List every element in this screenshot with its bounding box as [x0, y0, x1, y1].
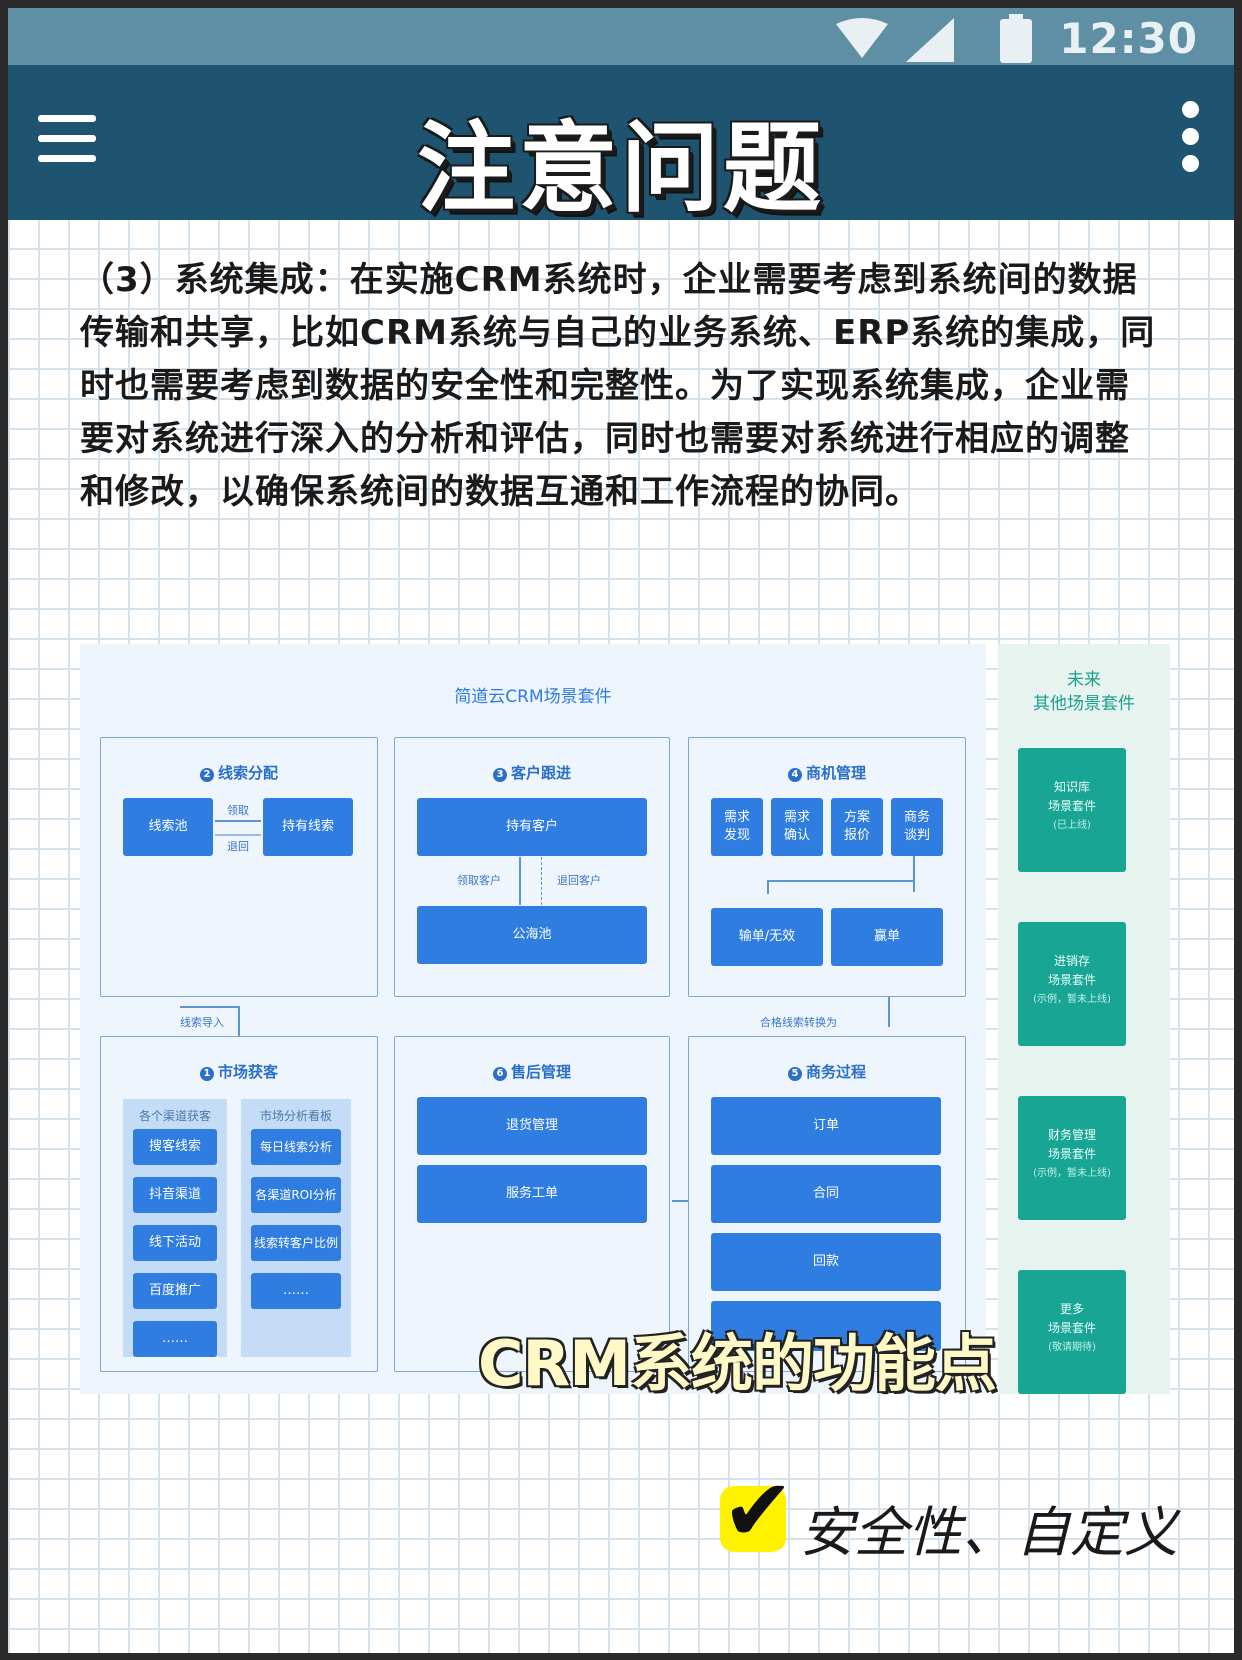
business-item: 订单 [711, 1097, 941, 1155]
channel-item: 搜客线索 [133, 1129, 217, 1165]
analysis-item: …… [251, 1273, 341, 1309]
lead-import-label: 线索导入 [180, 1016, 224, 1029]
opp-step: 商务 谈判 [891, 798, 943, 856]
business-item: 回款 [711, 1233, 941, 1291]
wifi-icon [836, 18, 888, 58]
status-time: 12:30 [1059, 14, 1198, 63]
channel-item: 抖音渠道 [133, 1177, 217, 1213]
business-item: 合同 [711, 1165, 941, 1223]
suite-card: 更多 场景套件 (敬请期待) [1018, 1270, 1126, 1394]
channel-column: 各个渠道获客 搜客线索 抖音渠道 线下活动 百度推广 …… [123, 1099, 227, 1357]
phone-screen: 12:30 注意问题 （3）系统集成：在实施CRM系统时，企业需要考虑到系统间的… [8, 8, 1234, 1653]
more-vertical-icon[interactable] [1182, 101, 1200, 181]
opp-step: 需求 确认 [771, 798, 823, 856]
body-paragraph: （3）系统集成：在实施CRM系统时，企业需要考虑到系统间的数据传输和共享，比如C… [80, 260, 1156, 512]
hamburger-menu-icon[interactable] [38, 115, 96, 165]
channel-item: …… [133, 1321, 217, 1357]
suite-card: 知识库 场景套件 (已上线) [1018, 748, 1126, 872]
diagram-title: 简道云CRM场景套件 [454, 687, 612, 707]
return-label: 退回 [227, 840, 249, 853]
analysis-column: 市场分析看板 每日线索分析 各渠道ROI分析 线索转客户比例 …… [241, 1099, 351, 1357]
return-customer-label: 退回客户 [557, 874, 601, 887]
aftersale-item: 退货管理 [417, 1097, 647, 1155]
public-pool-box: 公海池 [417, 906, 647, 964]
take-label: 领取 [227, 804, 249, 817]
signal-icon [906, 18, 954, 62]
lead-pool-box: 线索池 [123, 798, 213, 856]
lead-convert-label: 合格线索转换为 [760, 1016, 837, 1029]
take-customer-label: 领取客户 [457, 874, 501, 887]
video-caption: CRM系统的功能点 [478, 1327, 997, 1400]
win-box: 赢单 [831, 908, 943, 966]
suite-card: 财务管理 场景套件 (示例，暂未上线) [1018, 1096, 1126, 1220]
future-suites-panel: 未来 其他场景套件 知识库 场景套件 (已上线) 进销存 场景套件 (示例，暂未… [998, 644, 1170, 1394]
opp-step: 需求 发现 [711, 798, 763, 856]
battery-icon [1000, 14, 1032, 63]
lose-box: 输单/无效 [711, 908, 823, 966]
page-title: 注意问题 [416, 112, 825, 226]
side-title: 未来 其他场景套件 [1033, 670, 1135, 714]
aftersale-item: 服务工单 [417, 1165, 647, 1223]
checkmark-icon: ✔ [722, 1461, 795, 1561]
status-bar: 12:30 [8, 8, 1234, 65]
check-label: 安全性、自定义 [800, 1501, 1178, 1564]
checkbox-highlight [720, 1486, 786, 1552]
own-customer-box: 持有客户 [417, 798, 647, 856]
analysis-item: 线索转客户比例 [251, 1225, 341, 1261]
own-lead-box: 持有线索 [263, 798, 353, 856]
channel-item: 百度推广 [133, 1273, 217, 1309]
analysis-item: 每日线索分析 [251, 1129, 341, 1165]
business-item-partial [711, 1301, 941, 1351]
suite-card: 进销存 场景套件 (示例，暂未上线) [1018, 922, 1126, 1046]
opp-step: 方案 报价 [831, 798, 883, 856]
app-bar: 注意问题 [8, 65, 1234, 226]
channel-item: 线下活动 [133, 1225, 217, 1261]
analysis-item: 各渠道ROI分析 [251, 1177, 341, 1213]
